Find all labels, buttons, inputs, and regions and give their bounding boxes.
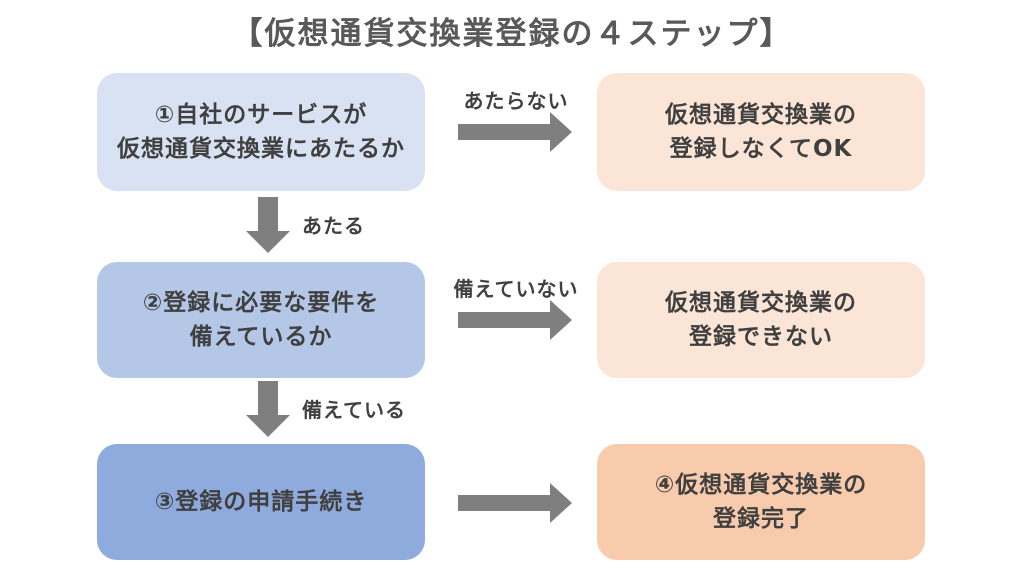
result2-line2: 登録できない (689, 324, 833, 350)
arrow-right-icon (458, 112, 572, 152)
step1-line1: ①自社のサービスが (154, 101, 368, 128)
result1-line2: 登録しなくてOK (669, 136, 853, 162)
result-no-registration-box: 仮想通貨交換業の 登録しなくてOK (597, 73, 925, 191)
step1-line2: 仮想通貨交換業にあたるか (117, 136, 405, 162)
branch-label-not-equipped: 備えていない (453, 277, 579, 301)
branch-label-not-applicable: あたらない (463, 89, 569, 113)
step2-line1: ②登録に必要な要件を (142, 289, 380, 316)
result2-line1: 仮想通貨交換業の (665, 289, 857, 316)
arrow-down-icon (246, 197, 290, 253)
branch-label-equipped: 備えている (302, 398, 406, 422)
step4-line2: 登録完了 (713, 506, 809, 532)
branch-label-applicable: あたる (302, 214, 365, 238)
step3-box: ③登録の申請手続き (97, 444, 425, 560)
diagram-title: 【仮想通貨交換業登録の４ステップ】 (231, 16, 793, 52)
step4-line1: ④仮想通貨交換業の (654, 471, 868, 498)
result-cannot-register-box: 仮想通貨交換業の 登録できない (597, 262, 925, 378)
step3-line1: ③登録の申請手続き (154, 488, 368, 515)
step2-line2: 備えているか (189, 324, 333, 350)
step1-box: ①自社のサービスが 仮想通貨交換業にあたるか (97, 73, 425, 191)
result1-line1: 仮想通貨交換業の (665, 101, 857, 128)
arrow-right-icon (458, 300, 572, 340)
arrow-down-icon (246, 381, 290, 437)
step4-registration-complete-box: ④仮想通貨交換業の 登録完了 (597, 444, 925, 560)
arrow-right-icon (458, 483, 572, 523)
step2-box: ②登録に必要な要件を 備えているか (97, 262, 425, 378)
